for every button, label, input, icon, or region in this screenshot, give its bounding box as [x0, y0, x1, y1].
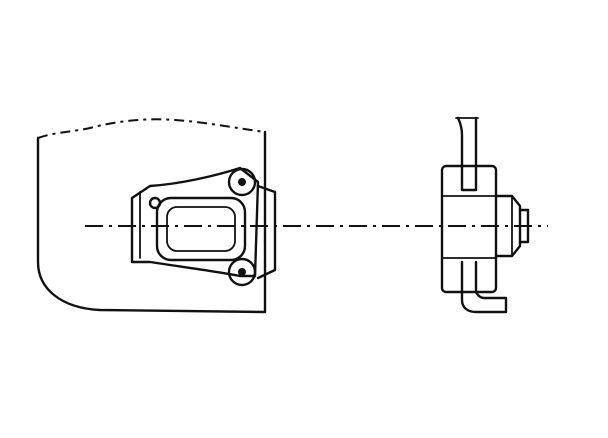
bolt-boss-top	[227, 167, 257, 197]
bolt-hole-top	[238, 178, 246, 186]
upper-tab	[460, 166, 478, 192]
hex-nut	[494, 194, 522, 258]
stud-end	[518, 208, 530, 244]
port-inner	[166, 206, 236, 252]
body-outline	[36, 130, 267, 314]
port-outer	[155, 196, 247, 262]
side-view	[440, 116, 530, 314]
body-break-line	[37, 118, 266, 139]
bolt-hole-bottom	[238, 268, 246, 276]
flange-rim	[256, 184, 277, 280]
bolt-boss-bottom	[227, 257, 257, 287]
flange-block	[440, 164, 498, 294]
pipe-lower	[460, 260, 508, 314]
pipe-upper	[456, 116, 478, 170]
front-view	[36, 118, 277, 314]
pin-hole	[148, 196, 162, 210]
